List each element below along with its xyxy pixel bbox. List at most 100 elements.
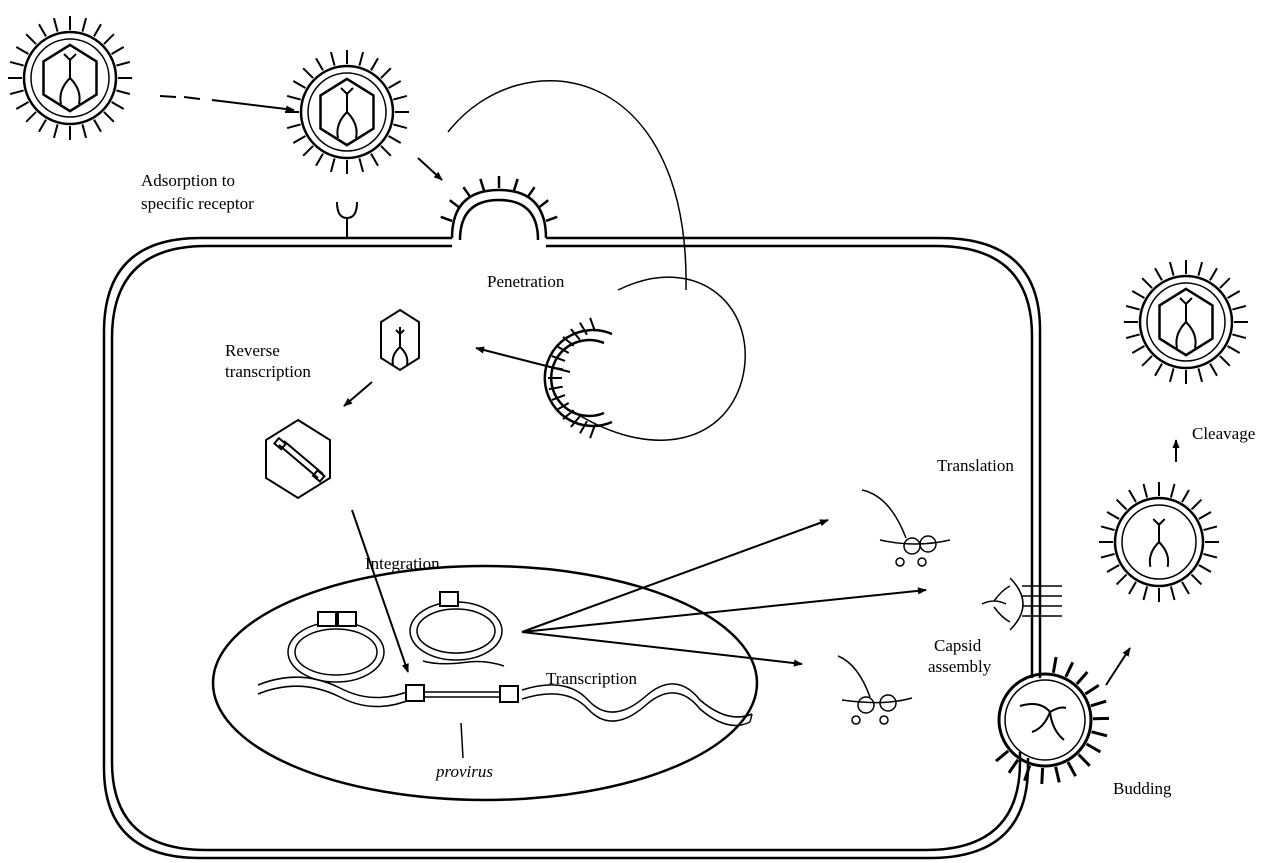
arrow-approach-dash xyxy=(160,96,176,97)
spike xyxy=(39,24,46,36)
spike xyxy=(1210,268,1217,280)
spike xyxy=(996,751,1008,761)
spike xyxy=(94,24,101,36)
label-adsorption-receptor: specific receptor xyxy=(141,194,254,214)
label-assembly: assembly xyxy=(928,657,991,677)
spike xyxy=(580,421,587,433)
rna-genome xyxy=(337,88,356,138)
spike xyxy=(287,96,301,100)
penetration-dome xyxy=(441,176,558,240)
spike xyxy=(1087,744,1101,752)
spike xyxy=(1220,356,1230,366)
label-cleavage: Cleavage xyxy=(1192,424,1255,444)
spike xyxy=(1107,565,1119,572)
spike xyxy=(1068,762,1076,776)
spike xyxy=(1203,526,1217,530)
spike xyxy=(1171,484,1175,498)
spike xyxy=(1077,672,1088,684)
spike xyxy=(303,68,313,78)
virion-immature xyxy=(1099,482,1219,602)
spike xyxy=(82,18,86,32)
spike xyxy=(1079,754,1090,765)
spike xyxy=(1117,500,1127,510)
spike xyxy=(1203,554,1217,558)
spike xyxy=(1143,586,1147,600)
spike xyxy=(54,124,58,138)
spike xyxy=(1182,582,1189,594)
spike xyxy=(1126,306,1140,310)
spike xyxy=(359,52,363,66)
spike xyxy=(1085,685,1098,694)
label-capsid: Capsid xyxy=(934,636,981,656)
spike xyxy=(293,136,305,143)
spike xyxy=(26,112,36,122)
spike xyxy=(1129,490,1136,502)
spike xyxy=(1199,512,1211,519)
spike xyxy=(1042,768,1043,784)
spike xyxy=(1129,582,1136,594)
spike xyxy=(1091,701,1106,706)
spike xyxy=(1220,278,1230,288)
spike xyxy=(1126,334,1140,338)
spike xyxy=(1170,368,1174,382)
ribosome-cluster-bottom xyxy=(838,656,912,724)
spike xyxy=(1092,732,1108,736)
spike xyxy=(1142,278,1152,288)
arrow-approach xyxy=(212,100,294,110)
rna-genome xyxy=(1150,519,1168,567)
spike xyxy=(1066,662,1073,676)
plasmid-double xyxy=(288,612,384,682)
mrna-strand xyxy=(423,661,504,666)
spike xyxy=(16,102,28,109)
receptor xyxy=(337,202,357,238)
plasmid-single xyxy=(410,592,502,660)
spike xyxy=(316,58,323,70)
spike xyxy=(381,68,391,78)
spike xyxy=(104,34,114,44)
spike xyxy=(1107,512,1119,519)
spike xyxy=(1132,291,1144,298)
capsid-rna xyxy=(381,310,419,370)
label-transcription: Transcription xyxy=(546,669,637,689)
arrow-reverse xyxy=(344,382,372,406)
spike xyxy=(54,18,58,32)
virion-adsorbing xyxy=(285,50,409,174)
arrow-approach-dash xyxy=(184,97,200,99)
spike xyxy=(1198,262,1202,276)
spike xyxy=(1009,760,1018,773)
spike xyxy=(546,217,557,221)
spike xyxy=(389,136,401,143)
rna-genome xyxy=(60,54,79,104)
spike xyxy=(1192,500,1202,510)
capsid-dna xyxy=(266,420,330,498)
provirus-pointer xyxy=(461,723,463,758)
spike xyxy=(287,124,301,128)
spike xyxy=(331,158,335,172)
label-adsorption: Adsorption to xyxy=(141,171,235,191)
rna-genome xyxy=(1176,298,1195,348)
spike xyxy=(293,81,305,88)
spike xyxy=(441,217,452,221)
spike xyxy=(331,52,335,66)
spike xyxy=(1232,334,1246,338)
spike xyxy=(1155,268,1162,280)
spike xyxy=(1199,565,1211,572)
uncoating-vesicle xyxy=(545,318,612,438)
spike xyxy=(450,200,460,207)
spike xyxy=(1056,767,1060,783)
virion-free xyxy=(8,16,132,140)
spike xyxy=(393,96,407,100)
ribosome-cluster-top xyxy=(862,490,950,566)
spike xyxy=(112,102,124,109)
arrow-budding xyxy=(1106,648,1130,685)
arrow-to-ribosome xyxy=(522,632,802,664)
spike xyxy=(539,200,549,207)
spike xyxy=(1053,657,1056,673)
spike xyxy=(528,187,535,197)
spike xyxy=(359,158,363,172)
spike xyxy=(1132,346,1144,353)
spike xyxy=(1171,586,1175,600)
spike xyxy=(1117,575,1127,585)
spike xyxy=(371,58,378,70)
